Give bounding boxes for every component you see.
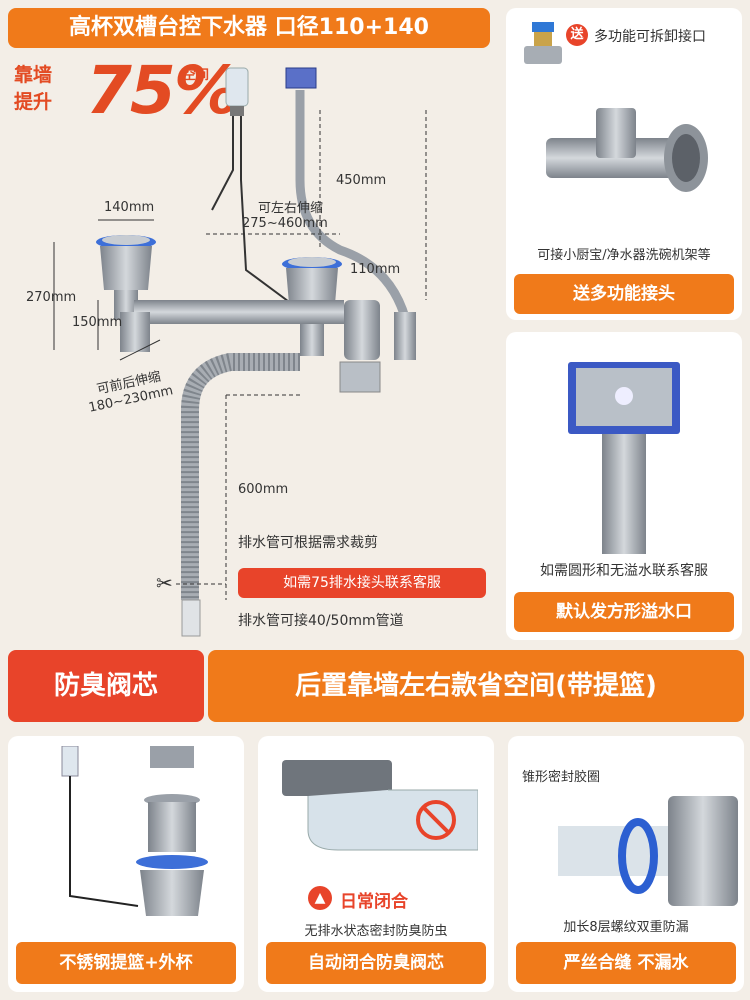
dim-270: 270mm [26,290,77,305]
connecting-pipe [134,300,344,324]
valve-alert-desc: 无排水状态密封防臭防虫 [304,924,448,939]
banner-right: 后置靠墙左右款省空间(带提篮) [208,650,744,722]
gift-badge: 送 [566,24,588,46]
promo-label: 靠墙 提升 [14,62,52,116]
overflow-card: 如需圆形和无溢水联系客服 默认发方形溢水口 [506,332,742,640]
multi-connector-card: 送 多功能可拆卸接口 可接小厨宝/净水器洗碗机架等 送多功能接头 [506,8,742,320]
tee-connector-image [546,108,708,192]
overflow-button[interactable]: 默认发方形溢水口 [514,592,734,632]
page-title: 高杯双槽台控下水器 口径110+140 [8,8,490,48]
dim-150: 150mm [72,315,123,330]
dim-adjust-lr: 可左右伸缩 [258,201,324,216]
sink-drain-diagram: ✂ [53,67,427,637]
scissors-icon: ✂ [156,571,173,595]
water-supply-hoses [211,67,301,311]
valve-button[interactable]: 自动闭合防臭阀芯 [266,942,486,984]
seal-label-top: 锥形密封胶圈 [522,770,601,785]
seal-image [558,796,738,906]
drain-hose [181,353,300,600]
promo-line1: 靠墙 [14,64,53,86]
left-strainer [96,235,156,320]
banner-left: 防臭阀芯 [8,650,204,722]
dim-600: 600mm [238,482,289,497]
basket-button[interactable]: 不锈钢提篮+外杯 [16,942,236,984]
dim-140: 140mm [104,200,155,215]
dim-110: 110mm [350,262,401,277]
valve-image [282,760,478,851]
valve-card: ▲ 日常闭合 无排水状态密封防臭防虫 自动闭合防臭阀芯 [258,736,494,992]
connector-title: 多功能可拆卸接口 [594,29,706,45]
dim-adjust-range: 275~460mm [242,216,328,231]
promo-unit: 空间 [183,68,210,83]
promo-percent: 75% [86,52,240,129]
dimension-lines [53,110,427,600]
overflow-box [285,67,317,89]
trap-body [344,300,380,360]
connector-icon [522,22,564,66]
pipe-note: 排水管可接40/50mm管道 [238,613,404,629]
valve-alert-title: 日常闭合 [340,892,408,912]
cut-note: 排水管可根据需求裁剪 [238,535,378,551]
seal-card: 锥形密封胶圈 加长8层螺纹双重防漏 严丝合缝 不漏水 [508,736,744,992]
service-note: 如需75排水接头联系客服 [238,568,486,598]
overflow-desc: 如需圆形和无溢水联系客服 [540,563,708,579]
overflow-hose [295,90,415,350]
connector-desc: 可接小厨宝/净水器洗碗机架等 [537,248,711,263]
square-overflow-image [568,362,680,554]
basket-card: 不锈钢提篮+外杯 [8,736,244,992]
connector-button[interactable]: 送多功能接头 [514,274,734,314]
promo-line2: 提升 [14,91,53,113]
seal-label-bottom: 加长8层螺纹双重防漏 [563,920,689,935]
seal-button[interactable]: 严丝合缝 不漏水 [516,942,736,984]
warning-icon: ▲ [308,886,332,910]
dim-450: 450mm [336,173,387,188]
basket-image [61,746,208,916]
